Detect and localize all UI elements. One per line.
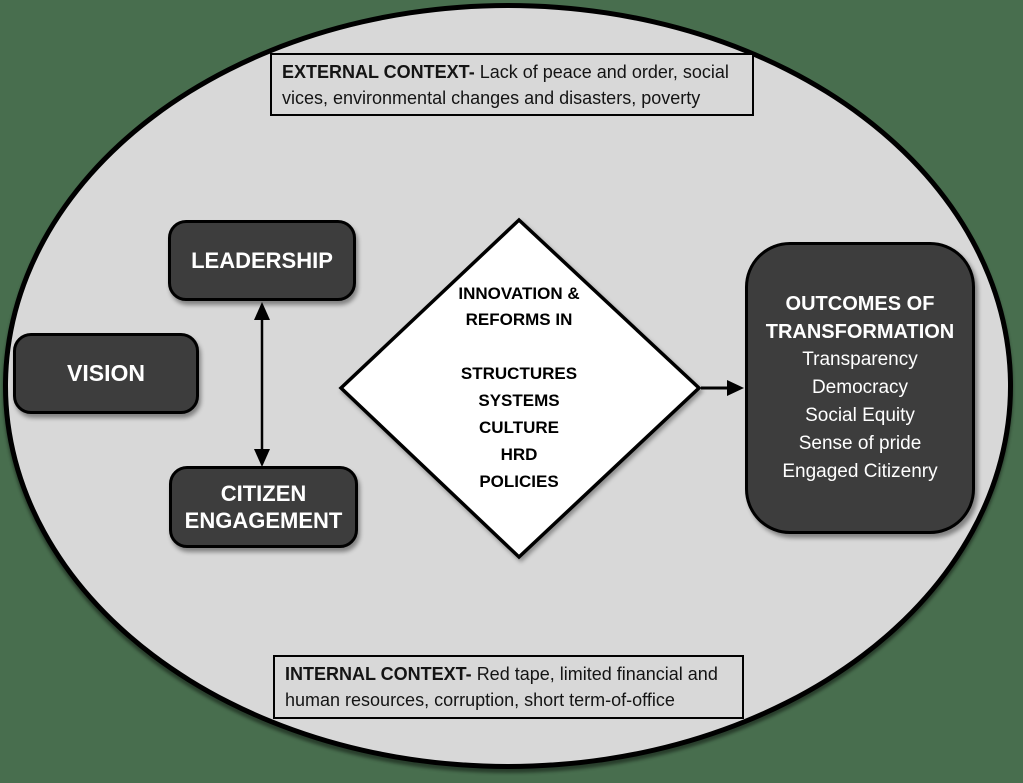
leadership-box: LEADERSHIP [168, 220, 356, 301]
diamond-heading-line: INNOVATION & [458, 284, 580, 303]
internal-context-box: INTERNAL CONTEXT- Red tape, limited fina… [273, 655, 744, 719]
outcomes-item: Democracy [811, 377, 909, 398]
citizen-engagement-box: CITIZEN ENGAGEMENT [169, 466, 358, 548]
diamond-items: STRUCTURES SYSTEMS CULTURE HRD POLICIES [404, 360, 634, 495]
outcomes-box: OUTCOMES OF TRANSFORMATION Transparency … [745, 242, 975, 534]
vision-box: VISION [13, 333, 199, 414]
outcomes-item: Transparency [802, 349, 918, 370]
citizen-engagement-label: CITIZEN ENGAGEMENT [184, 481, 343, 533]
innovation-diamond-text: INNOVATION & REFORMS IN STRUCTURES SYSTE… [404, 281, 634, 495]
outcomes-item: Social Equity [805, 405, 915, 426]
internal-context-text: Red tape, limited financial and human re… [285, 664, 718, 710]
diamond-item: HRD [500, 445, 538, 464]
vision-label: VISION [67, 360, 145, 386]
outcomes-title: OUTCOMES OF TRANSFORMATION [765, 293, 955, 343]
diamond-item: CULTURE [479, 418, 559, 437]
internal-context-label: INTERNAL CONTEXT- [285, 664, 472, 684]
diamond-heading-line: REFORMS IN [465, 310, 573, 329]
outcomes-item: Engaged Citizenry [782, 461, 938, 482]
diamond-item: SYSTEMS [478, 391, 560, 410]
diamond-item: STRUCTURES [460, 364, 578, 383]
external-context-box: EXTERNAL CONTEXT- Lack of peace and orde… [270, 53, 754, 116]
diamond-item: POLICIES [479, 472, 559, 491]
external-context-text: Lack of peace and order, social vices, e… [282, 62, 729, 108]
external-context-label: EXTERNAL CONTEXT- [282, 62, 475, 82]
leadership-label: LEADERSHIP [191, 247, 333, 273]
outcomes-item: Sense of pride [798, 433, 922, 454]
